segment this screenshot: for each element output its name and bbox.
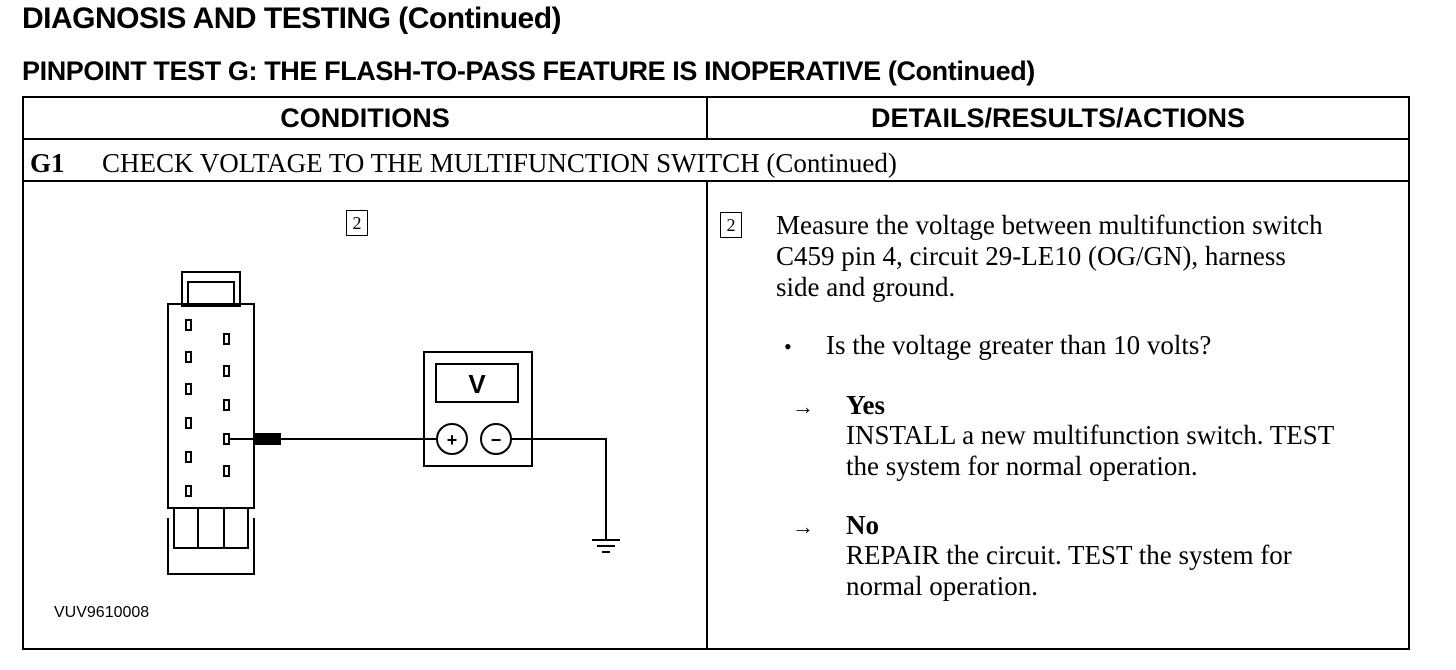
step-divider: [24, 180, 1408, 182]
arrow-right-icon: →: [792, 394, 814, 419]
result-yes-action: INSTALL a new multifunction switch. TEST: [846, 420, 1335, 450]
pinpoint-test-title: PINPOINT TEST G: THE FLASH-TO-PASS FEATU…: [22, 56, 1035, 86]
page-title: DIAGNOSIS AND TESTING (Continued): [22, 2, 562, 35]
negative-lead: [511, 438, 607, 540]
column-divider: [706, 180, 708, 650]
plus-terminal: +: [447, 430, 458, 450]
ground-symbol-icon: [592, 539, 620, 553]
minus-terminal: −: [491, 430, 502, 450]
arrow-right-icon: →: [792, 514, 814, 539]
step-title-row: G1 CHECK VOLTAGE TO THE MULTIFUNCTION SWI…: [30, 148, 897, 179]
probe-tip-icon: [253, 433, 281, 445]
question-text: Is the voltage greater than 10 volts?: [826, 330, 1212, 360]
diagram-code: VUV9610008: [54, 604, 150, 621]
result-yes-action: the system for normal operation.: [846, 451, 1198, 481]
pinpoint-test-table: CONDITIONS DETAILS/RESULTS/ACTIONS G1 CHE…: [22, 96, 1410, 650]
connector-voltmeter-diagram: V + −: [167, 271, 620, 575]
instruction-line: side and ground.: [776, 272, 956, 302]
column-divider-top: [706, 98, 708, 138]
header-divider: [24, 138, 1408, 140]
result-no-action: REPAIR the circuit. TEST the system for: [846, 540, 1292, 570]
details-step-number: 2: [720, 212, 742, 238]
result-no-action: normal operation.: [846, 571, 1038, 601]
connector-c459-icon: [167, 271, 255, 575]
voltmeter-icon: [423, 351, 533, 467]
column-header-details: DETAILS/RESULTS/ACTIONS: [870, 102, 1245, 133]
instruction-line: Measure the voltage between multifunctio…: [776, 210, 1323, 240]
conditions-step-number: 2: [346, 210, 368, 236]
result-no-label: No: [846, 510, 879, 540]
step-title: CHECK VOLTAGE TO THE MULTIFUNCTION SWITC…: [102, 148, 897, 178]
result-yes-label: Yes: [846, 390, 885, 420]
step-id: G1: [30, 148, 65, 178]
column-header-conditions: CONDITIONS: [280, 102, 450, 133]
bullet-icon: •: [784, 334, 792, 359]
meter-label: V: [468, 369, 486, 399]
instruction-line: C459 pin 4, circuit 29-LE10 (OG/GN), har…: [776, 241, 1286, 271]
